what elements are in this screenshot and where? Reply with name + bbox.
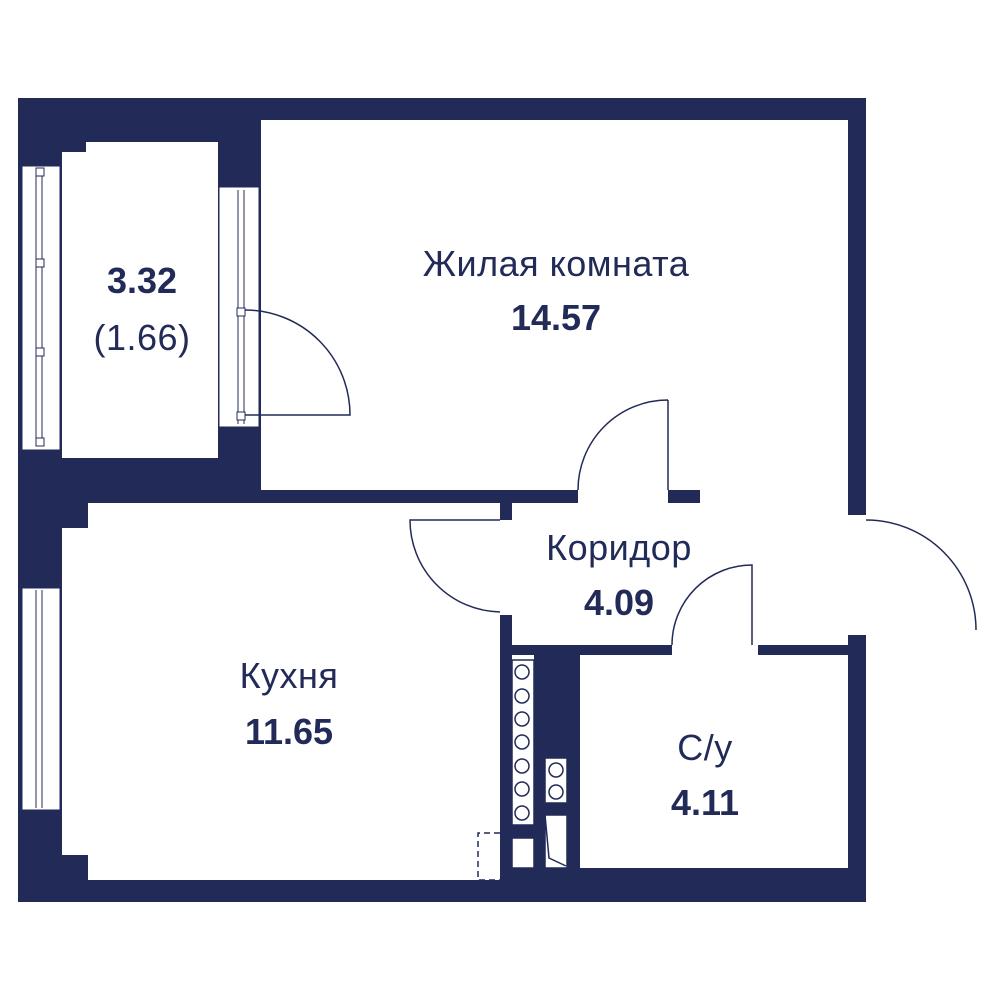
room-bathroom <box>580 643 848 868</box>
door-balcony <box>244 309 351 416</box>
rooms <box>62 120 976 880</box>
door-kitchen <box>409 519 501 613</box>
kitchen-name: Кухня <box>239 655 339 696</box>
living-room-area: 14.57 <box>510 297 602 338</box>
room-corridor <box>498 430 976 645</box>
window-balcony-left <box>21 165 61 451</box>
living-room-name: Жилая комната <box>422 243 690 284</box>
bathroom-name: С/у <box>677 727 733 768</box>
window-balcony-door <box>218 186 260 428</box>
room-balcony <box>62 142 218 458</box>
room-kitchen <box>62 503 500 880</box>
corridor-area: 4.09 <box>583 582 655 623</box>
balcony-reduced-area: (1.66) <box>93 317 191 358</box>
ventilation-shaft <box>477 659 568 881</box>
bathroom-area: 4.11 <box>670 782 740 823</box>
room-living <box>261 120 848 490</box>
door-entrance <box>865 519 977 631</box>
corridor-name: Коридор <box>546 527 692 568</box>
balcony-area: 3.32 <box>106 260 178 301</box>
doors <box>244 309 977 646</box>
kitchen-area: 11.65 <box>244 711 334 752</box>
door-bathroom <box>671 564 753 646</box>
windows <box>21 165 260 811</box>
door-living <box>577 399 669 491</box>
window-kitchen <box>21 587 61 811</box>
